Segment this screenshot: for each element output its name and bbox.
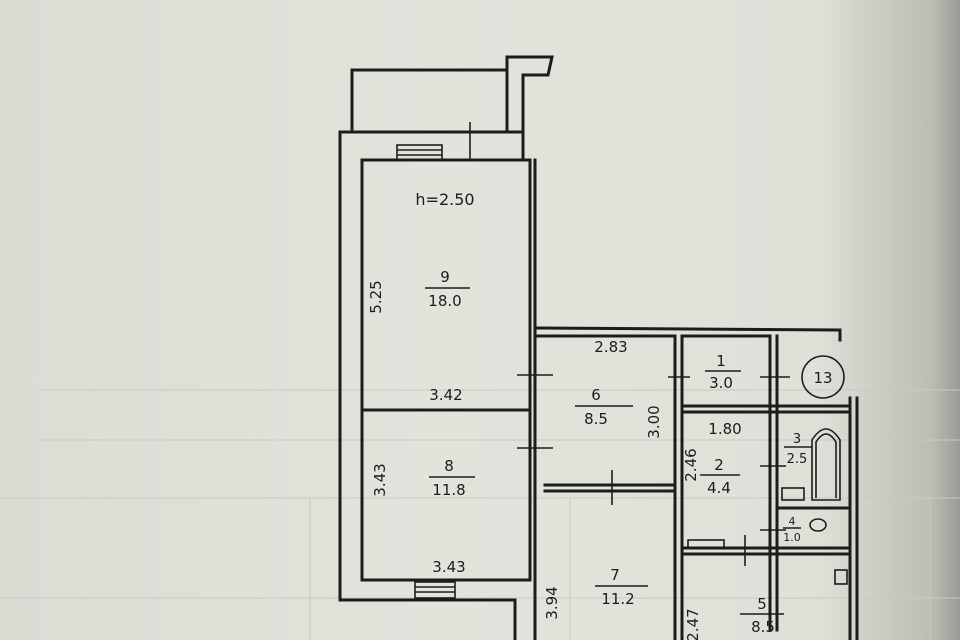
room-number: 9 [440,268,450,286]
room-1: 1 3.0 [705,352,741,392]
windows [396,122,471,599]
room-area: 18.0 [428,292,461,310]
room-area: 2.5 [787,452,808,467]
radiator-icon [687,539,725,549]
room-number: 6 [591,386,601,404]
room-area: 3.0 [709,374,733,392]
room-number: 3 [793,432,801,447]
ceiling-height: h=2.50 [415,190,474,209]
room-4: 4 1.0 [783,515,801,544]
dimension-room5-height: 2.47 [684,608,702,640]
sink-icon [781,487,805,501]
room-3: 3 2.5 [784,432,812,467]
balcony [350,55,554,162]
room-number: 2 [714,456,724,474]
dimension-room6-width: 2.83 [594,338,627,356]
apartment-number-circle [801,355,845,399]
room-number: 7 [610,566,620,584]
dimension-room6-height: 3.00 [645,405,663,438]
dimension-room9-width: 3.42 [429,386,462,404]
stove-vent-icon [834,569,848,585]
room-number: 5 [757,595,767,613]
door-marks [517,374,790,566]
room-area: 4.4 [707,479,731,497]
room-area: 11.2 [601,590,634,608]
room-area: 8.5 [751,618,775,636]
dimension-room7-height: 3.94 [543,586,561,619]
room-area: 1.0 [783,531,801,544]
background-form-lines [0,389,960,640]
exterior-walls [338,130,859,640]
room-5: 5 8.5 [740,595,784,636]
dimension-room9-height: 5.25 [367,280,385,313]
apartment-number: 13 [813,369,832,387]
dimension-room2-height: 2.46 [682,448,700,481]
room-area: 8.5 [584,410,608,428]
room-8: 8 11.8 [429,457,475,499]
room-9: 9 18.0 [425,268,470,310]
dimension-room2-width: 1.80 [708,420,741,438]
room-number: 4 [789,515,796,528]
room-number: 1 [716,352,726,370]
toilet-icon [809,518,827,532]
room-6: 6 8.5 [575,386,633,428]
dimension-room8-width: 3.43 [432,558,465,576]
room-2: 2 4.4 [700,456,740,497]
dimension-room8-height: 3.43 [371,463,389,496]
room-area: 11.8 [432,481,465,499]
room-7: 7 11.2 [595,566,648,608]
room-number: 8 [444,457,454,475]
bathtub-icon [811,428,841,501]
